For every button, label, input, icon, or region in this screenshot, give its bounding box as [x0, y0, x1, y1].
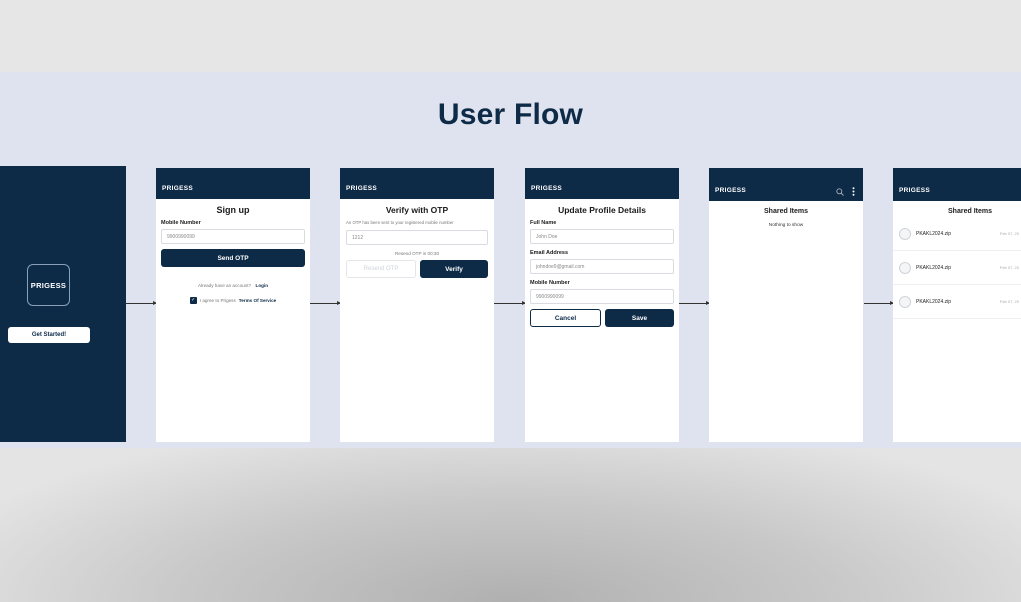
flow-arrow — [679, 301, 710, 305]
profile-heading: Update Profile Details — [558, 205, 646, 215]
flow-arrow — [864, 301, 894, 305]
file-row[interactable]: PKAKL2024.zip Feb 07, 20 — [893, 217, 1021, 251]
app-bar: PRIGESS — [156, 168, 310, 199]
search-icon[interactable] — [836, 187, 844, 196]
agree-text: I agree to Prigess — [199, 298, 236, 303]
mobile-field[interactable]: 9900990099 — [530, 289, 674, 304]
file-avatar-icon — [899, 227, 911, 240]
brand-label: PRIGESS — [899, 187, 930, 194]
send-otp-button[interactable]: Send OTP — [161, 249, 305, 267]
page-title: User Flow — [437, 98, 584, 131]
flow-arrow — [310, 301, 341, 305]
otp-screen: PRIGESS Verify with OTP An OTP has been … — [340, 168, 494, 442]
name-field-value: John Doe — [536, 233, 558, 240]
resend-otp-button[interactable]: Resend OTP — [346, 260, 416, 278]
mobile-label: Mobile Number — [161, 220, 201, 226]
splash-logo: PRIGESS — [27, 264, 70, 306]
otp-field[interactable]: 1212 — [346, 230, 488, 245]
splash-screen: PRIGESS Get Started! — [0, 166, 126, 442]
mobile-field[interactable]: 9900990099 — [161, 229, 305, 244]
name-label: Full Name — [530, 220, 557, 226]
email-label: Email Address — [530, 250, 569, 256]
file-row[interactable]: PKAKL2024.zip Feb 07, 20 — [893, 285, 1021, 319]
name-field[interactable]: John Doe — [530, 229, 674, 244]
otp-heading: Verify with OTP — [385, 205, 449, 215]
shared-heading: Shared Items — [948, 208, 992, 215]
file-date: Feb 07, 20 — [999, 231, 1019, 236]
cancel-button[interactable]: Cancel — [530, 309, 601, 327]
login-link[interactable]: Login — [255, 283, 269, 288]
empty-state-text: Nothing to show — [768, 223, 804, 228]
file-name: PKAKL2024.zip — [916, 298, 952, 305]
more-vertical-icon[interactable] — [852, 187, 855, 196]
login-prompt-row: Already have an account? Login — [161, 274, 305, 292]
verify-button[interactable]: Verify — [420, 260, 488, 278]
flow-arrow — [126, 301, 157, 305]
checkbox-checked-icon[interactable]: ✓ — [189, 297, 197, 304]
shared-list-screen: PRIGESS Shared Items PKAKL2024.zip Feb 0… — [893, 168, 1021, 442]
brand-label: PRIGESS — [162, 185, 193, 192]
resend-timer: Resend OTP in 00:30 — [394, 251, 440, 256]
shared-heading: Shared Items — [764, 208, 808, 215]
app-bar: PRIGESS — [525, 168, 679, 199]
shared-empty-screen: PRIGESS Shared Items Nothing to show — [709, 168, 863, 442]
brand-label: PRIGESS — [346, 185, 377, 192]
otp-message: An OTP has been sent to your registered … — [346, 220, 454, 225]
file-avatar-icon — [899, 295, 911, 308]
file-row[interactable]: PKAKL2024.zip Feb 07, 20 — [893, 251, 1021, 285]
save-button[interactable]: Save — [605, 309, 674, 327]
mobile-field-value: 9900990099 — [167, 233, 195, 240]
file-date: Feb 07, 20 — [999, 299, 1019, 304]
file-name: PKAKL2024.zip — [916, 264, 952, 271]
background-shade — [0, 448, 1021, 602]
signup-screen: PRIGESS Sign up Mobile Number 9900990099… — [156, 168, 310, 442]
terms-row: ✓ I agree to Prigess Terms Of Service — [161, 297, 305, 304]
file-avatar-icon — [899, 261, 911, 274]
mobile-label: Mobile Number — [530, 280, 570, 286]
flow-arrow — [494, 301, 526, 305]
email-field-value: johndoe9@gmail.com — [536, 263, 585, 270]
file-date: Feb 07, 20 — [999, 265, 1019, 270]
signup-heading: Sign up — [216, 205, 250, 215]
otp-field-value: 1212 — [352, 234, 364, 241]
brand-label: PRIGESS — [715, 187, 746, 194]
brand-label: PRIGESS — [531, 185, 562, 192]
login-prompt: Already have an account? — [197, 283, 252, 288]
mobile-field-value: 9900990099 — [536, 293, 564, 300]
get-started-button[interactable]: Get Started! — [8, 327, 90, 343]
terms-link[interactable]: Terms Of Service — [238, 298, 277, 303]
app-bar: PRIGESS — [893, 168, 1021, 201]
email-field[interactable]: johndoe9@gmail.com — [530, 259, 674, 274]
app-bar: PRIGESS — [340, 168, 494, 199]
app-bar: PRIGESS — [709, 168, 863, 201]
splash-logo-text: PRIGESS — [30, 280, 67, 290]
profile-screen: PRIGESS Update Profile Details Full Name… — [525, 168, 679, 442]
file-name: PKAKL2024.zip — [916, 230, 952, 237]
